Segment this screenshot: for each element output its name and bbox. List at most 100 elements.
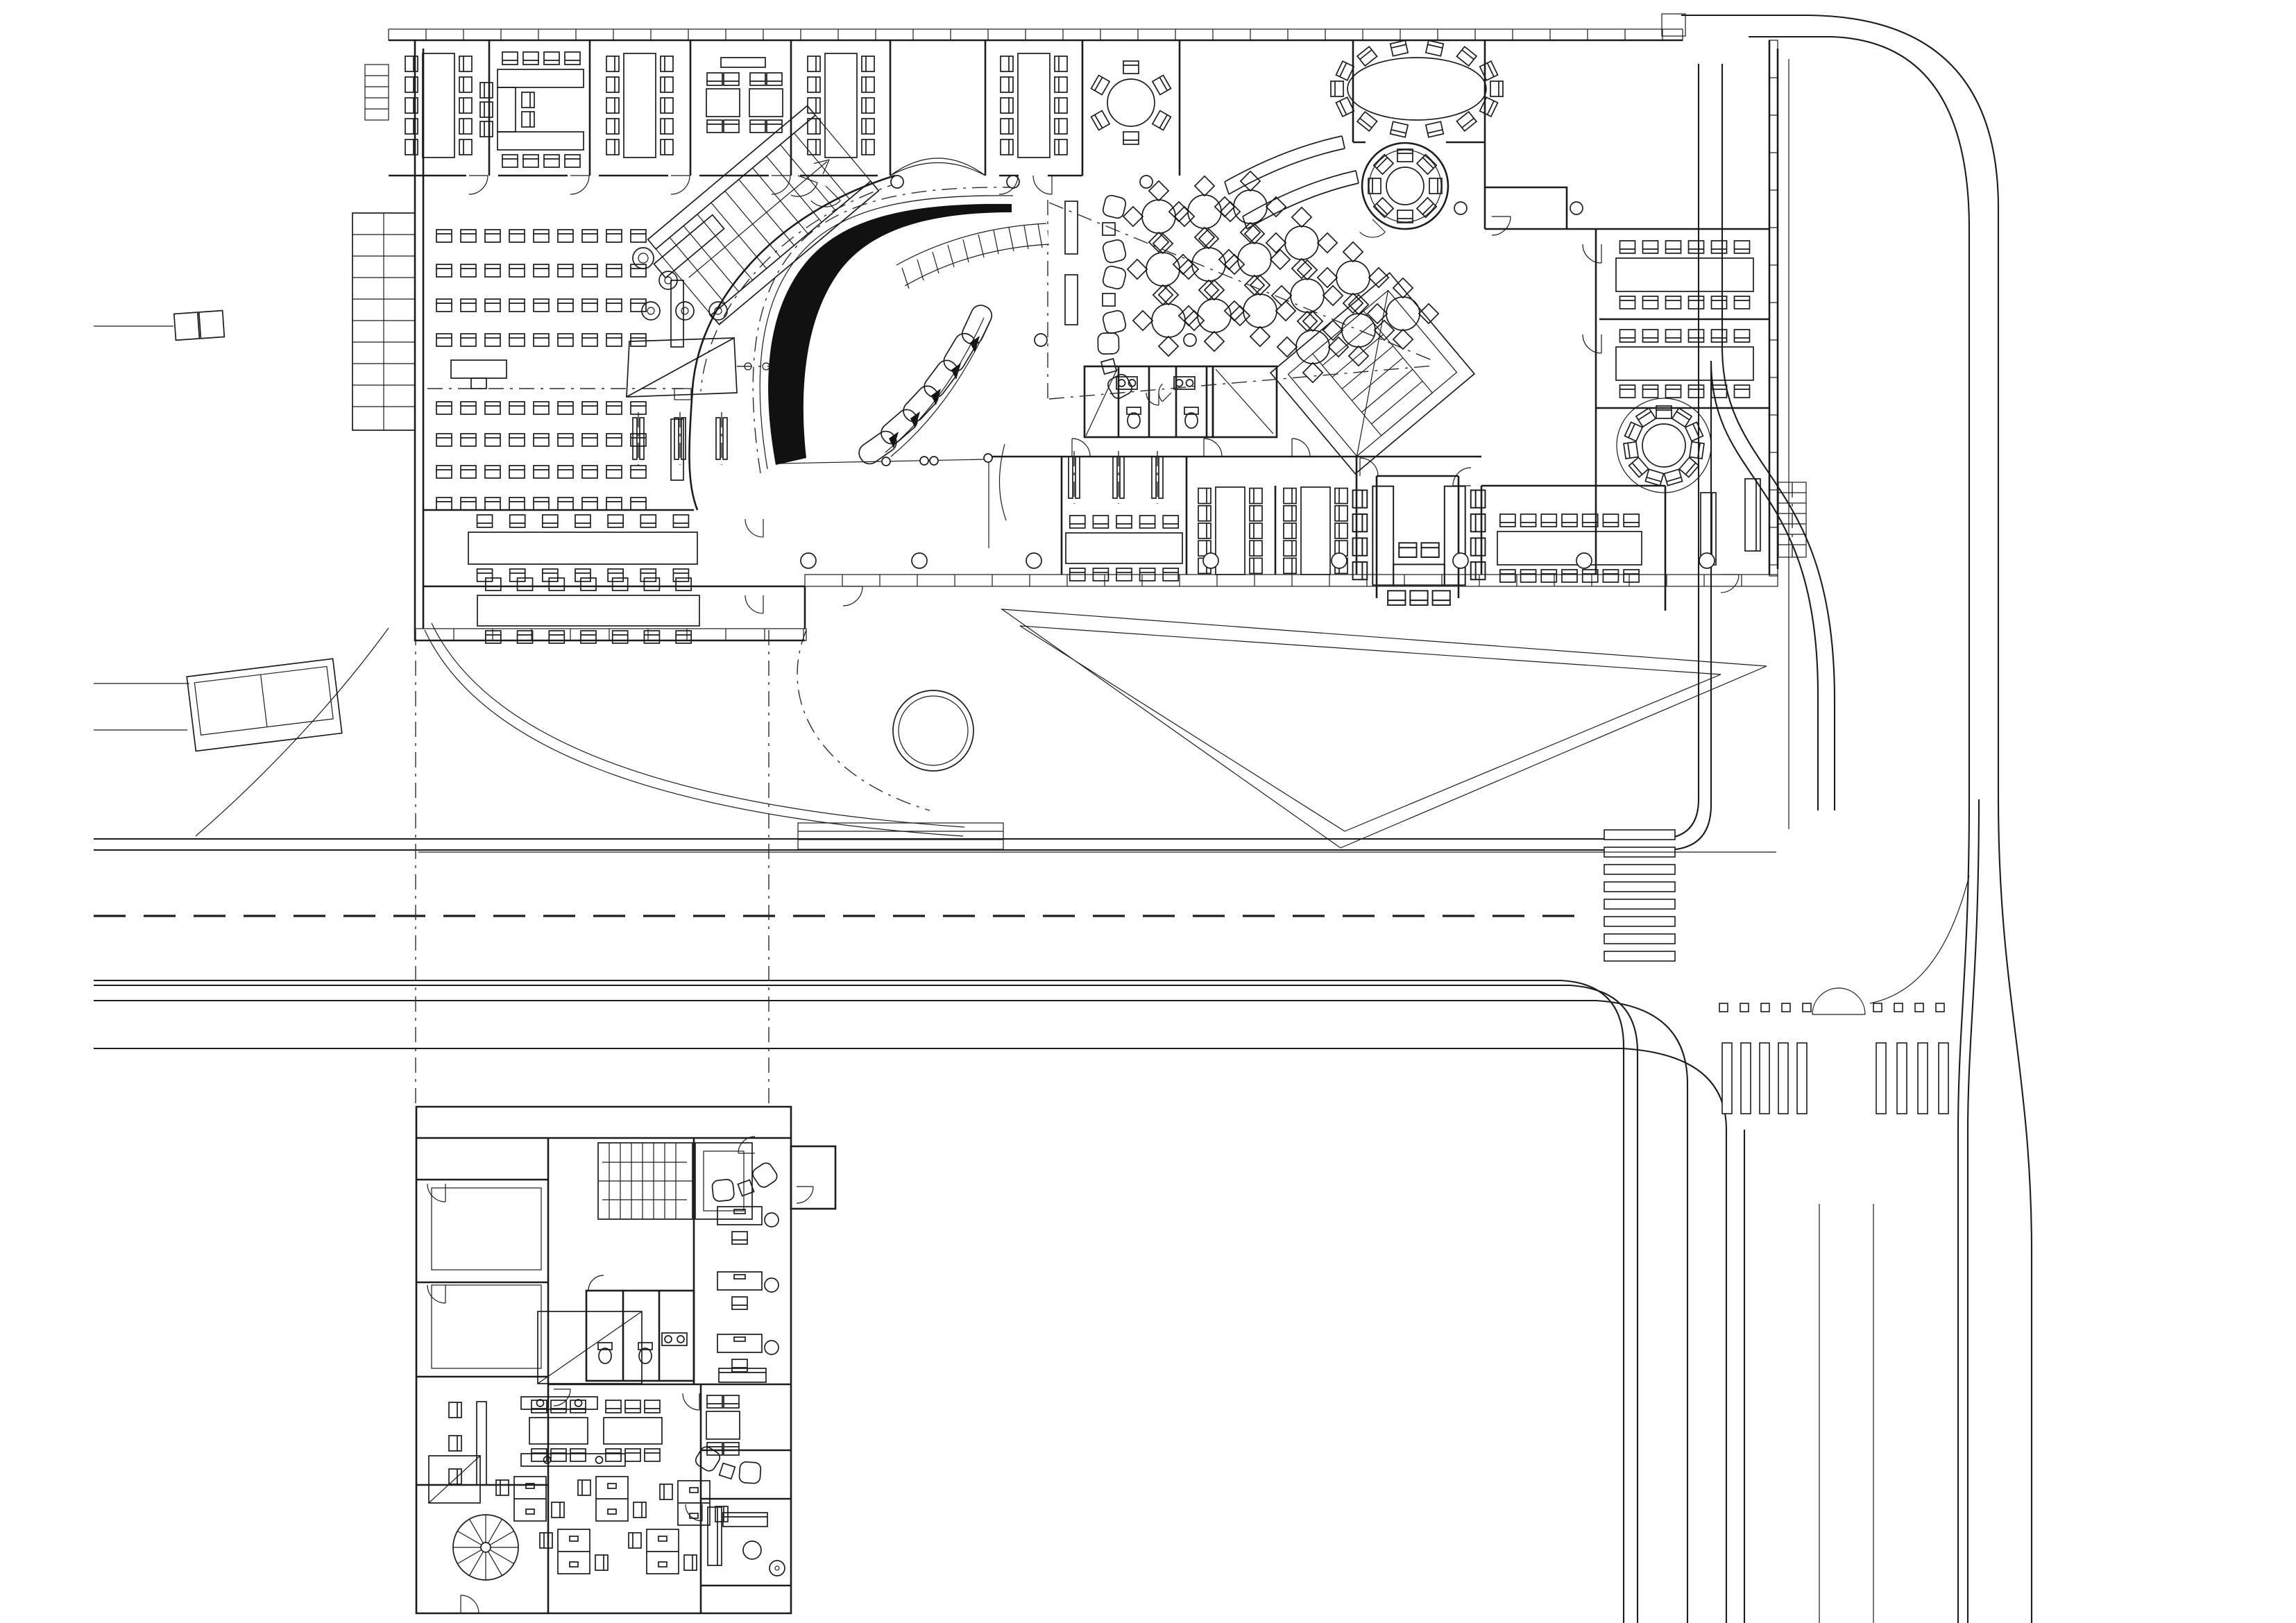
flex-room-curved-wall (988, 443, 1007, 548)
door-swing (1203, 438, 1223, 457)
facade-mullions (388, 28, 1683, 41)
u-shaped-table (1352, 485, 1486, 606)
lounge-pod (858, 430, 897, 465)
desk-pair (628, 1529, 697, 1574)
refuge-island (1812, 987, 1866, 1015)
round-meeting-room-wall (1616, 398, 1712, 493)
column (1699, 552, 1715, 569)
meeting-table (1615, 240, 1754, 309)
meeting-table (1283, 486, 1348, 575)
desk (717, 1271, 779, 1310)
auditorium-black-wall (768, 203, 1012, 465)
door-swing (670, 175, 690, 195)
site-lines-west (94, 325, 189, 731)
zebra-crossing-west (1604, 829, 1676, 962)
site-kiosk (173, 309, 226, 341)
annex-stair (597, 1142, 693, 1220)
annex-elevator (695, 1142, 753, 1220)
door-swing (796, 1186, 814, 1204)
column (1183, 333, 1197, 347)
annex-vestibule (790, 1145, 837, 1210)
counter-sink (661, 1332, 688, 1346)
movable-partition (1151, 451, 1164, 504)
south-east-rooms (1480, 484, 1667, 611)
planting-wedge (1000, 609, 1767, 849)
curved-path (424, 622, 965, 837)
tree-circle (708, 301, 728, 321)
column (919, 456, 929, 466)
column (1452, 552, 1469, 569)
column (881, 457, 891, 466)
cafe-table-4-chairs (1168, 175, 1241, 248)
east-wing-walls (1595, 228, 1769, 575)
cafe-table-4-chairs (1366, 277, 1440, 350)
column (929, 456, 939, 466)
round-table (742, 1540, 762, 1560)
annex-internal-walls (416, 1137, 791, 1613)
meeting-table (807, 53, 875, 158)
toilet-fixture (1184, 407, 1199, 429)
road-lane-lines (1819, 1204, 1874, 1623)
lounge-pod (924, 359, 958, 398)
seminar-chair-grid (436, 229, 647, 347)
square-table-4 (706, 1395, 740, 1456)
desk-pair (539, 1529, 609, 1574)
armchair-pair (1102, 194, 1127, 264)
door-swing (1359, 219, 1386, 238)
road-utility-box (1661, 13, 1686, 37)
armchair-pair (1102, 265, 1127, 334)
facade-mullions (1769, 40, 1778, 577)
cafe-table-4-chairs (1322, 294, 1395, 367)
round-table (1090, 60, 1172, 145)
desk (717, 1334, 779, 1373)
tree-circle (658, 271, 678, 290)
bench-by-stair (653, 214, 725, 279)
door-swing (745, 518, 764, 538)
top-rooms-dividers (488, 40, 1486, 229)
column (1034, 333, 1048, 347)
column (1331, 552, 1347, 569)
door-swing (468, 175, 488, 195)
annex-room-liner-1 (431, 1187, 542, 1271)
door-swing (685, 1504, 703, 1522)
door-swing (427, 1183, 446, 1203)
lectern (450, 359, 507, 389)
square-table-4 (749, 72, 783, 133)
desk-pair (495, 1476, 565, 1522)
door-swing (738, 1136, 756, 1154)
cafe-table-4-chairs (1276, 310, 1350, 384)
cabinet (670, 418, 684, 481)
door-swing (1582, 244, 1602, 264)
counter-sink (520, 1396, 598, 1410)
circular-room-wall (1361, 142, 1449, 230)
column (1454, 201, 1468, 215)
door-swing (1452, 467, 1472, 486)
column (1202, 552, 1219, 569)
cabinet (476, 1401, 487, 1486)
bottom-band-dividers (1060, 457, 1460, 598)
furniture-layer (388, 28, 1778, 1614)
restaurant-boundary (1047, 200, 1434, 401)
annex-void-a (537, 1311, 643, 1384)
exterior-stair-east (1778, 482, 1807, 558)
door-swing (998, 175, 1019, 195)
meeting-table (405, 53, 473, 158)
atrium-west-guide (700, 181, 903, 392)
lounge-pod (881, 409, 918, 445)
door-swing (771, 175, 791, 195)
annex-building (415, 1105, 837, 1615)
square-table-4 (706, 72, 740, 133)
main-building (352, 39, 1807, 642)
spiral-stair (452, 1514, 519, 1581)
column (890, 175, 904, 189)
bowl-wedges (889, 336, 980, 448)
annex-void-b (428, 1455, 481, 1504)
meeting-table (1198, 486, 1263, 575)
ne-room-walls (1485, 186, 1596, 230)
sofa (707, 1506, 722, 1566)
cafe-table-4-chairs (1172, 228, 1245, 301)
seminar-chair-grid (436, 401, 647, 511)
door-swing (745, 595, 764, 614)
cafe-table-4-chairs (1214, 170, 1287, 244)
door-swing (1359, 457, 1379, 477)
